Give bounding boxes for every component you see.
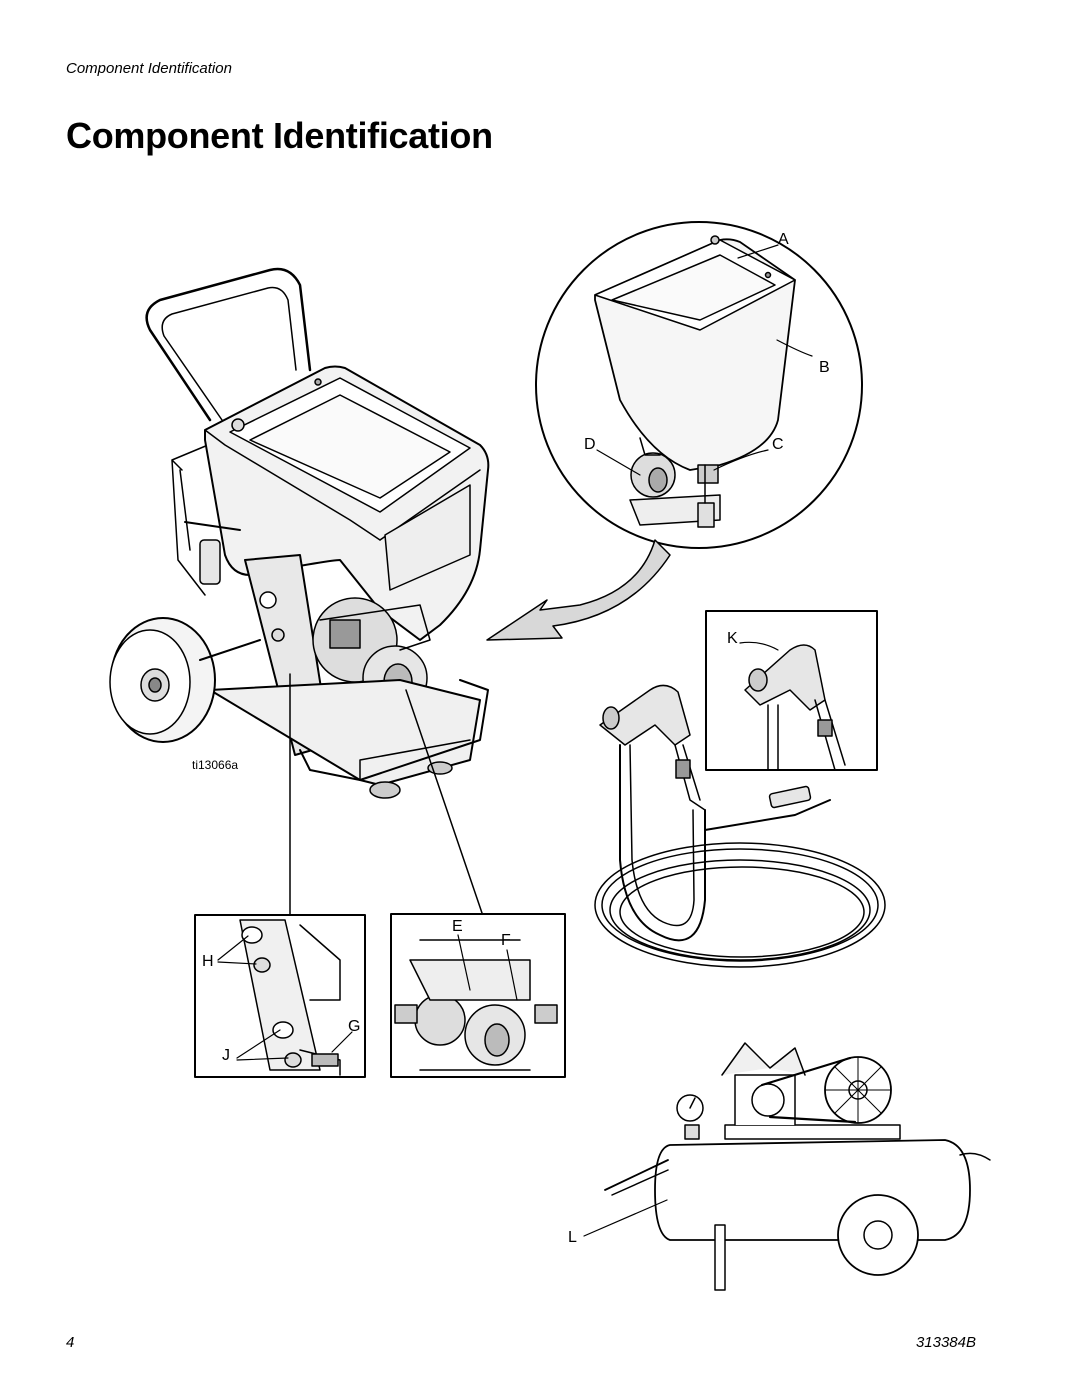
hopper-detail [536, 222, 862, 548]
leader-f [507, 950, 517, 1000]
cart-handle [147, 269, 310, 420]
page-title: Component Identification [66, 115, 493, 156]
sprayer-cart [110, 269, 488, 915]
callout-g: G [348, 1018, 361, 1035]
leader-a [738, 245, 778, 258]
leader-l [584, 1200, 667, 1236]
callout-j: J [222, 1047, 230, 1064]
callout-a: A [778, 231, 789, 248]
figure-id: ti13066a [192, 758, 239, 772]
leader-g [332, 1032, 352, 1052]
document-number: 313384B [915, 1334, 976, 1351]
spray-gun-hose [595, 685, 885, 967]
post-detail [195, 915, 365, 1077]
leader-j [237, 1030, 288, 1060]
leader-d [597, 450, 640, 475]
running-header: Component Identification [66, 60, 232, 77]
leader-h [218, 936, 256, 964]
detail-arrow [487, 540, 670, 640]
callout-b: B [819, 359, 830, 376]
callout-f: F [501, 932, 511, 949]
cart-wheel [110, 618, 260, 742]
pump-detail [391, 914, 565, 1077]
leader-b [777, 340, 812, 356]
callout-c: C [772, 436, 784, 453]
leader-k [740, 642, 778, 650]
page-number: 4 [66, 1334, 75, 1351]
callout-h: H [202, 953, 214, 970]
callout-k: K [727, 630, 738, 647]
callout-d: D [584, 436, 596, 453]
air-compressor [584, 1043, 990, 1290]
leader-e [458, 935, 470, 990]
compressor-tank [655, 1140, 970, 1240]
cart-base [210, 680, 480, 785]
callout-e: E [452, 918, 463, 935]
callout-l: L [568, 1229, 577, 1246]
gun-detail [706, 611, 877, 770]
leader-c [714, 450, 768, 470]
